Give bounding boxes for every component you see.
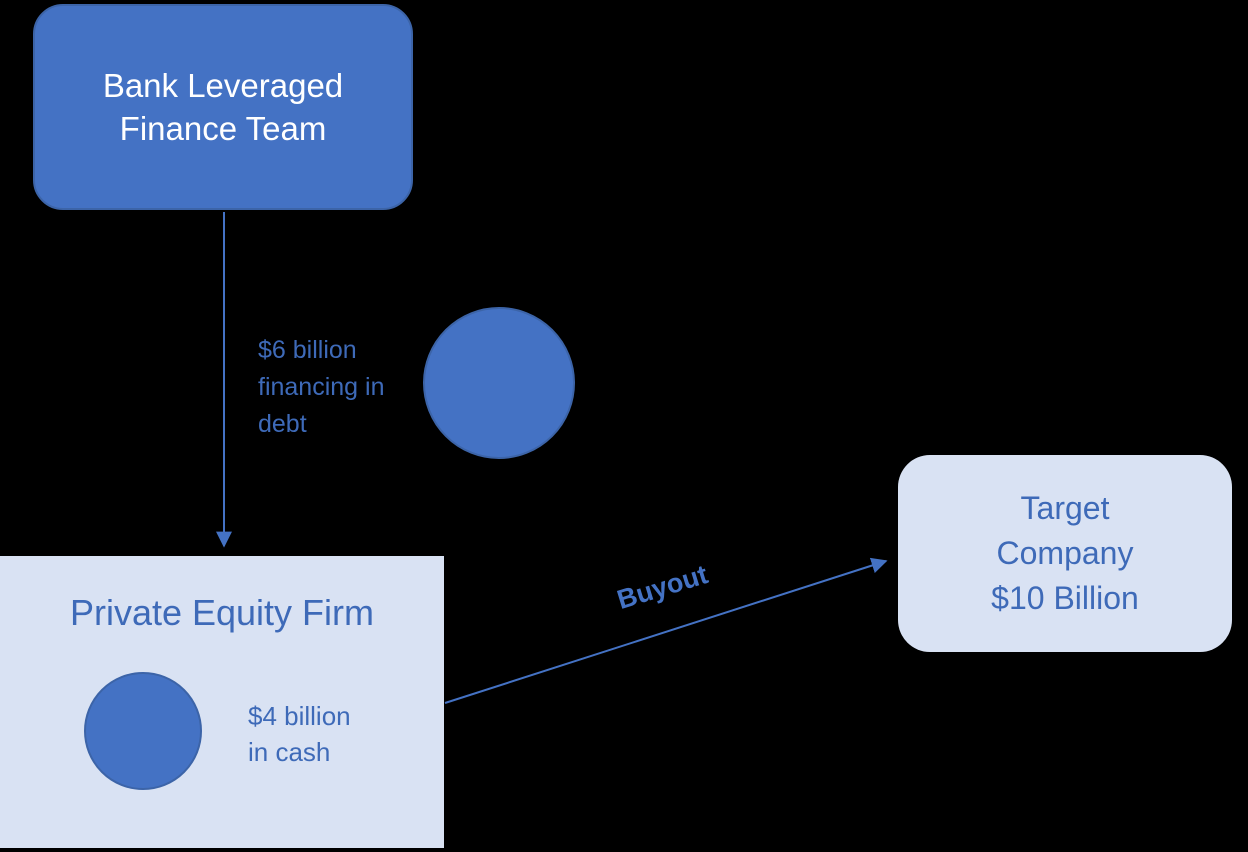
buyout-label: Buyout bbox=[613, 559, 712, 616]
target-company-label: Target Company $10 Billion bbox=[991, 490, 1139, 616]
private-equity-node: Private Equity Firm $4 billion in cash bbox=[0, 556, 444, 848]
private-equity-title: Private Equity Firm bbox=[69, 592, 375, 633]
debt-circle-shape bbox=[423, 307, 575, 459]
financing-debt-label: $6 billion financing in debt bbox=[258, 336, 385, 438]
bank-leveraged-finance-label: Bank Leveraged Finance Team bbox=[102, 67, 344, 147]
target-company-node: Target Company $10 Billion bbox=[898, 455, 1232, 652]
bank-leveraged-finance-node: Bank Leveraged Finance Team bbox=[33, 4, 413, 210]
cash-label: $4 billion in cash bbox=[248, 701, 351, 767]
cash-circle-shape bbox=[84, 672, 202, 790]
